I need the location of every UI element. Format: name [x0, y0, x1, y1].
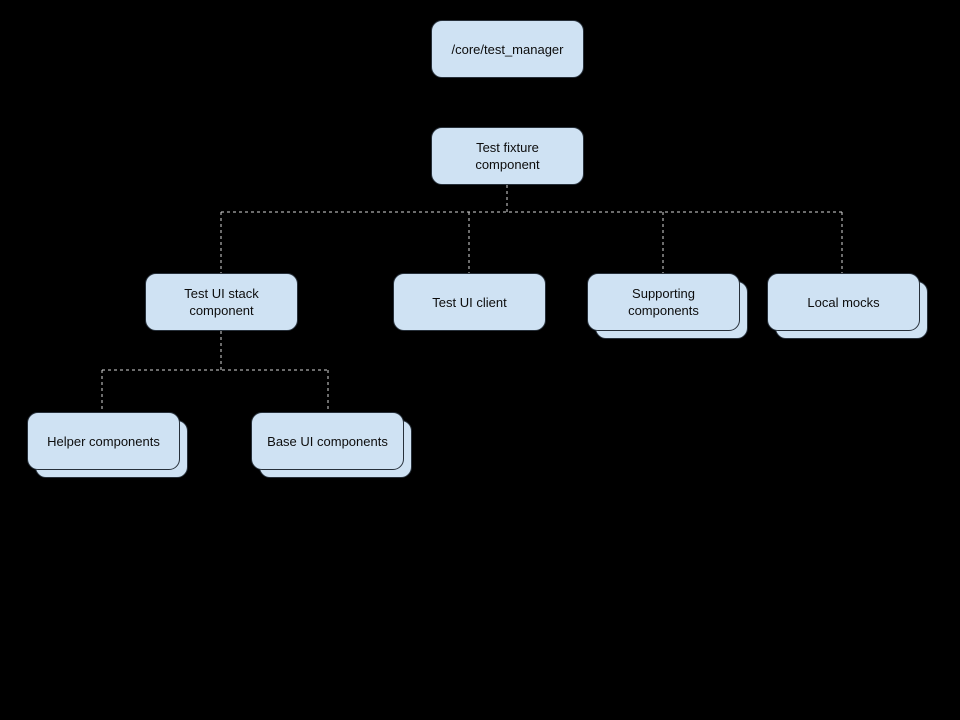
node-test-ui-stack-component[interactable]: Test UI stack component — [145, 273, 298, 331]
node-label: Test UI stack component — [184, 286, 259, 318]
node-label: Base UI components — [267, 433, 388, 449]
node-local-mocks[interactable]: Local mocks — [767, 273, 928, 339]
node-supporting-components[interactable]: Supporting components — [587, 273, 748, 339]
node-front-layer — [767, 273, 920, 331]
node-front-layer — [431, 20, 584, 78]
node-front-layer — [251, 412, 404, 470]
node-core-test-manager[interactable]: /core/test_manager — [431, 20, 584, 78]
node-front-layer — [27, 412, 180, 470]
node-label: Test UI client — [432, 294, 507, 310]
node-front-layer — [587, 273, 740, 331]
node-front-layer — [145, 273, 298, 331]
node-base-ui-components[interactable]: Base UI components — [251, 412, 412, 478]
node-label: /core/test_manager — [451, 41, 564, 57]
node-helper-components[interactable]: Helper components — [27, 412, 188, 478]
node-label: Supporting components — [628, 286, 699, 318]
node-label: Test fixture component — [475, 140, 540, 172]
node-label: Local mocks — [807, 294, 880, 310]
node-test-ui-client[interactable]: Test UI client — [393, 273, 546, 331]
node-front-layer — [393, 273, 546, 331]
node-front-layer — [431, 127, 584, 185]
node-test-fixture-component[interactable]: Test fixture component — [431, 127, 584, 185]
node-label: Helper components — [47, 433, 160, 449]
